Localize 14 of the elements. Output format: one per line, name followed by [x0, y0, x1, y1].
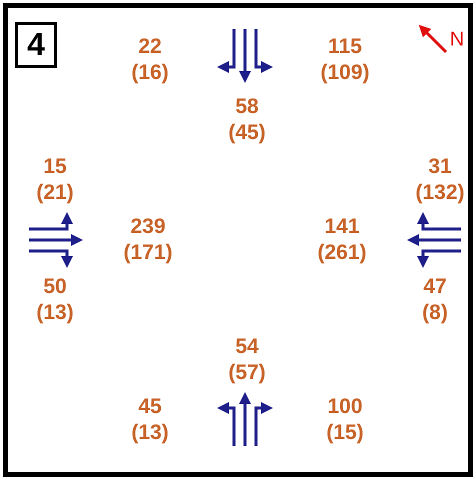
figure-number: 4 — [15, 22, 57, 68]
volume-label: 239 (171) — [123, 214, 173, 266]
volume-label: 115 (109) — [320, 34, 370, 86]
volume-label: 54 (57) — [228, 334, 266, 386]
volume-label: 58 (45) — [228, 94, 266, 146]
volume-label: 100 (15) — [326, 394, 364, 446]
north-label: N — [450, 28, 464, 52]
volume-label: 31 (132) — [416, 154, 464, 206]
volume-label: 15 (21) — [36, 154, 74, 206]
volume-label: 47 (8) — [422, 274, 448, 326]
volume-label: 141 (261) — [317, 214, 367, 266]
volume-label: 22 (16) — [131, 34, 169, 86]
volume-label: 50 (13) — [36, 274, 74, 326]
volume-label: 45 (13) — [131, 394, 169, 446]
